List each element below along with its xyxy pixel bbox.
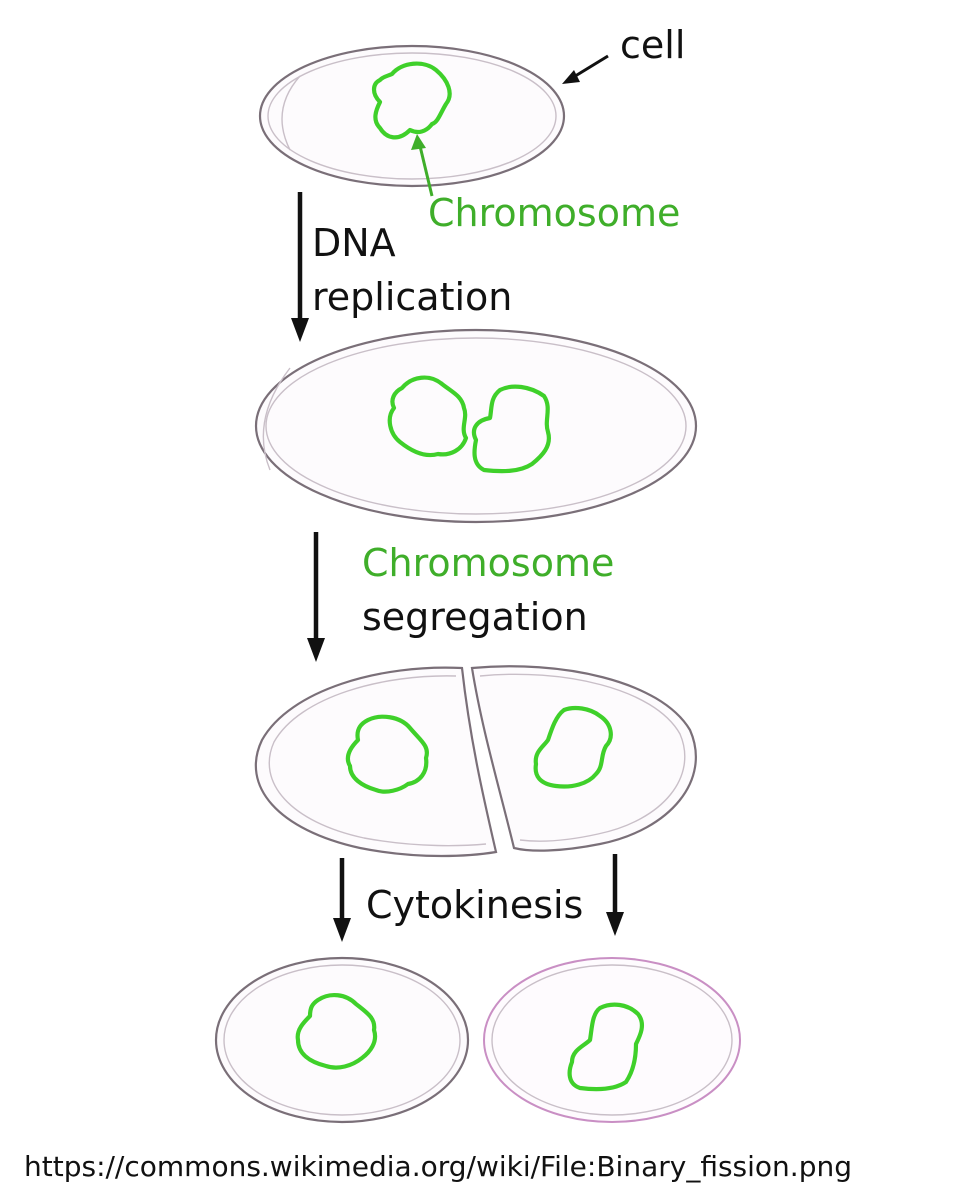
cell-label: cell <box>620 23 685 67</box>
cytokinesis-arrow-left <box>333 858 351 942</box>
segregation-arrow <box>307 532 325 662</box>
chromosome-loop <box>567 1002 645 1092</box>
cytokinesis-label: Cytokinesis <box>366 883 583 927</box>
chromosome-loop <box>295 993 378 1070</box>
source-url: https://commons.wikimedia.org/wiki/File:… <box>24 1150 852 1183</box>
chromosome-loop <box>387 375 469 458</box>
segregation-label-line1: Chromosome <box>362 541 614 585</box>
segregation-label-line2: segregation <box>362 595 588 639</box>
cell-pointer-arrow <box>562 54 609 84</box>
chromosome-loop <box>371 61 452 140</box>
chromosome-loop <box>345 714 429 794</box>
stage-4-daughter-cell-right <box>483 957 741 1123</box>
cytokinesis-arrow-right <box>606 854 624 936</box>
stage-2-cell <box>254 328 698 524</box>
stage-4-daughter-cell-left <box>214 956 470 1124</box>
stage-1-cell <box>258 44 566 188</box>
stage-3-dividing-cell <box>254 665 697 858</box>
chromosome-pointer-arrow <box>411 134 434 197</box>
chromosome-callout-label: Chromosome <box>428 191 680 235</box>
dna-replication-arrow <box>291 192 309 342</box>
chromosome-loop <box>533 705 613 789</box>
chromosome-loop <box>471 384 551 474</box>
dna-replication-label-line1: DNA <box>312 221 396 265</box>
dna-replication-label-line2: replication <box>312 275 512 319</box>
